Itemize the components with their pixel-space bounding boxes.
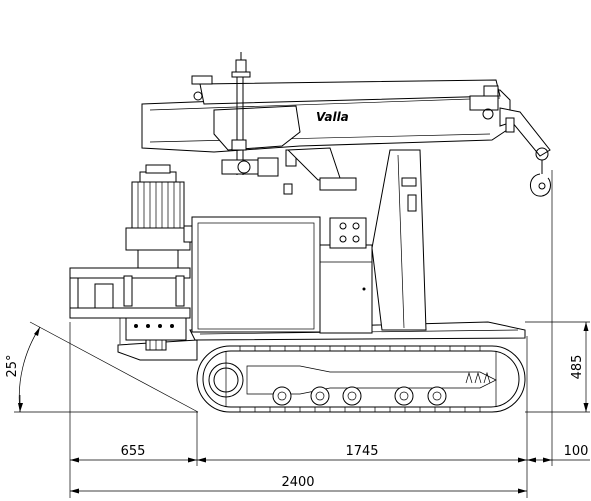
dim-front-overhang: 655: [121, 444, 146, 459]
brand-label: Valla: [316, 110, 349, 124]
dim-height: 485: [570, 355, 585, 380]
dimension-lines: [14, 170, 590, 498]
boom: [141, 52, 551, 197]
crawler-track: [196, 345, 526, 413]
dim-track-length: 1745: [345, 444, 378, 459]
chassis: [117, 149, 526, 361]
dim-overall-length: 2400: [281, 475, 314, 490]
front-frame: [69, 267, 191, 351]
motor: [125, 164, 193, 269]
dim-approach-angle: 25°: [5, 354, 20, 377]
road-wheels: [272, 386, 447, 406]
dim-rear-overhang: 100: [564, 444, 589, 459]
